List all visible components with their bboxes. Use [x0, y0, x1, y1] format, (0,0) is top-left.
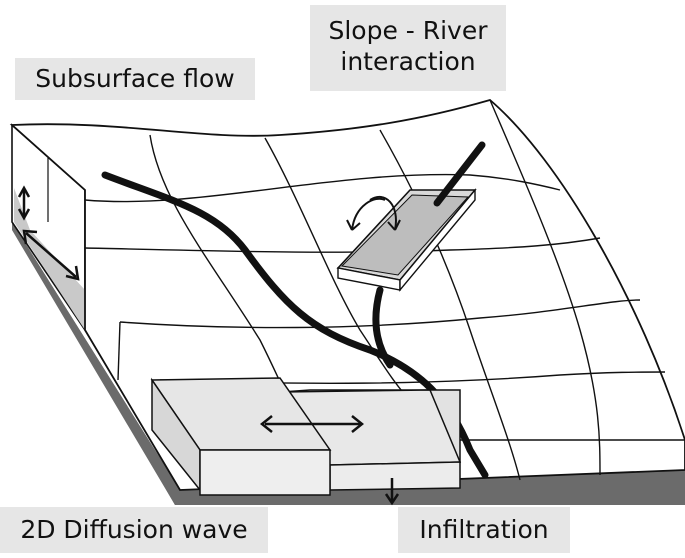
diffusion-blocks: [150, 377, 462, 496]
infiltration-arrow: [384, 478, 400, 506]
terrain-grid: [84, 99, 685, 481]
slope-river-interaction-label: Slope - River interaction: [310, 5, 506, 91]
subsurface-flow-label: Subsurface flow: [15, 58, 255, 100]
slope-river-text-line2: interaction: [340, 47, 476, 76]
interaction-arrows: [346, 195, 401, 231]
diffusion-arrow: [259, 415, 365, 433]
slope-river-box: [336, 188, 477, 292]
subsurface-arrows: [17, 185, 80, 281]
ground-top-band: [12, 222, 685, 505]
diffusion-wave-label: 2D Diffusion wave: [0, 507, 268, 553]
infiltration-text: Infiltration: [419, 515, 549, 544]
slope-river-text-line1: Slope - River: [328, 16, 488, 45]
subsurface-flow-text: Subsurface flow: [35, 64, 235, 93]
inflow-line: [433, 141, 486, 207]
diffusion-wave-text: 2D Diffusion wave: [20, 515, 248, 544]
tributary-line: [372, 286, 394, 369]
subsurface-shade: [14, 188, 85, 330]
infiltration-label: Infiltration: [398, 507, 570, 553]
ground-base: [12, 222, 685, 505]
